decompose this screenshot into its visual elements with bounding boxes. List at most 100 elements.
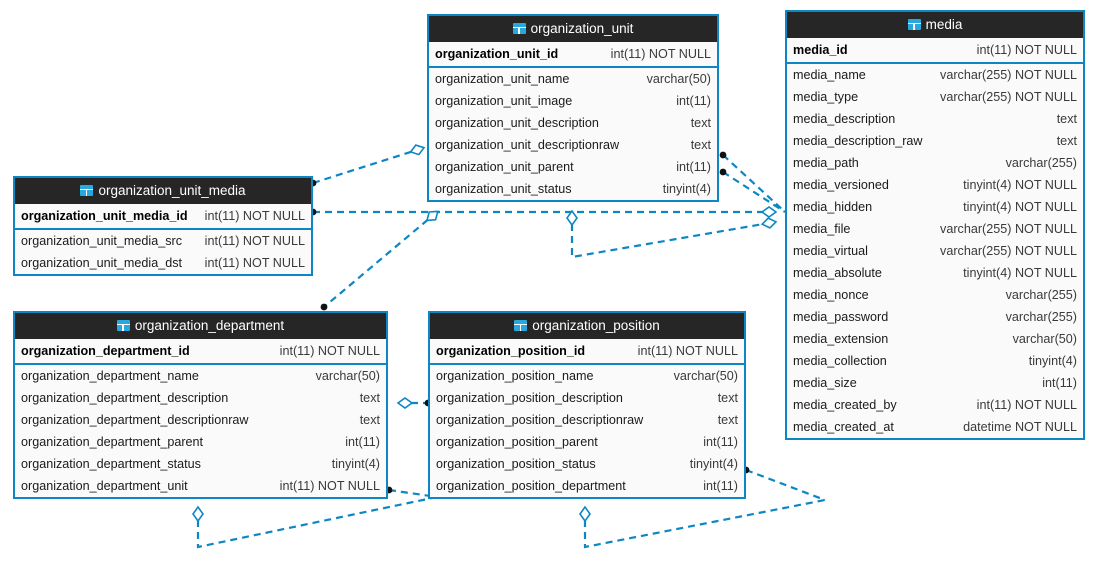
column-type: tinyint(4) NOT NULL	[963, 178, 1077, 192]
column-type: varchar(255)	[1005, 156, 1077, 170]
column-type: text	[690, 138, 711, 152]
relationship-rel-dept-to-position[interactable]	[396, 397, 432, 409]
relationship-rel-unit-parent-to-media[interactable]	[719, 151, 786, 213]
column-name: organization_department_parent	[21, 435, 204, 449]
table-organization_unit_media[interactable]: organization_unit_media organization_unit…	[13, 176, 313, 276]
column-type: varchar(255)	[1005, 288, 1077, 302]
column-type: tinyint(4)	[331, 457, 380, 471]
column-name: media_versioned	[793, 178, 889, 192]
relationship-rel-unit-image-to-media[interactable]	[719, 168, 786, 213]
relationship-line	[323, 211, 438, 308]
relationship-rel-dept-bottom-loop[interactable]	[192, 495, 438, 549]
column-type: text	[1056, 134, 1077, 148]
column-name: organization_unit_media_id	[21, 209, 188, 223]
table-row[interactable]: media_nonce varchar(255)	[787, 284, 1083, 306]
relationship-rel-unit-bottom-to-dept[interactable]	[320, 210, 439, 311]
relationship-endpoint-diamond	[760, 206, 778, 218]
table-header-organization_department[interactable]: organization_department	[15, 313, 386, 339]
column-type: int(11) NOT NULL	[610, 47, 711, 61]
table-icon	[80, 185, 94, 196]
column-type: int(11)	[345, 435, 380, 449]
table-row[interactable]: organization_department_parent int(11)	[15, 431, 386, 453]
relationship-endpoint-diamond	[192, 505, 204, 523]
relationship-endpoint-diamond	[425, 210, 439, 222]
column-name: media_nonce	[793, 288, 869, 302]
column-name: media_password	[793, 310, 889, 324]
relationship-rel-unit-bottom-to-media[interactable]	[566, 209, 778, 259]
column-name: media_hidden	[793, 200, 873, 214]
table-header-media[interactable]: media	[787, 12, 1083, 38]
primary-key-row[interactable]: organization_position_id int(11) NOT NULL	[430, 339, 744, 365]
relationship-endpoint-diamond	[409, 144, 426, 156]
column-type: int(11)	[703, 435, 738, 449]
table-title: media	[925, 17, 963, 32]
relationship-rel-oum-to-unit[interactable]	[309, 144, 426, 187]
relationship-rel-position-bottom-loop[interactable]	[579, 498, 826, 549]
relationship-rel-oum-to-media[interactable]	[309, 206, 778, 218]
relationship-line	[745, 468, 826, 502]
table-row[interactable]: media_created_by int(11) NOT NULL	[787, 394, 1083, 416]
table-header-organization_unit[interactable]: organization_unit	[429, 16, 717, 42]
column-type: int(11) NOT NULL	[637, 344, 738, 358]
column-type: int(11)	[703, 479, 738, 493]
column-name: media_created_by	[793, 398, 897, 412]
table-header-organization_unit_media[interactable]: organization_unit_media	[15, 178, 311, 204]
column-name: media_type	[793, 90, 859, 104]
column-name: organization_position_id	[436, 344, 586, 358]
table-header-organization_position[interactable]: organization_position	[430, 313, 744, 339]
table-row[interactable]: media_versioned tinyint(4) NOT NULL	[787, 174, 1083, 196]
column-type: text	[690, 116, 711, 130]
column-name: organization_unit_media_src	[21, 234, 183, 248]
column-type: int(11) NOT NULL	[976, 398, 1077, 412]
relationship-rel-position-status-loop[interactable]	[742, 466, 826, 502]
column-name: organization_unit_image	[435, 94, 573, 108]
table-title: organization_unit_media	[98, 183, 246, 198]
column-name: organization_department_name	[21, 369, 199, 383]
